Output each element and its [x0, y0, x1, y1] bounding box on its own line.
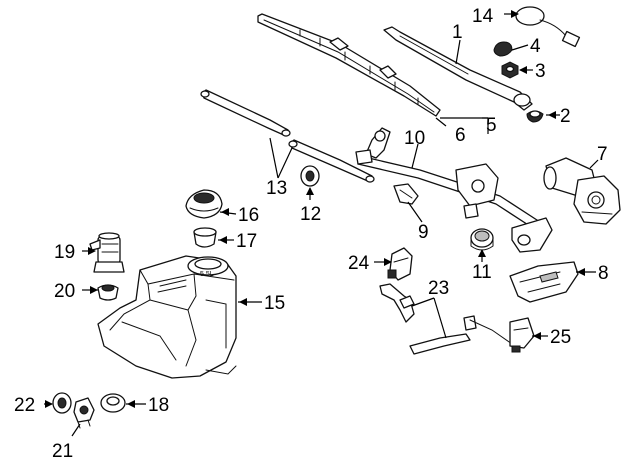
callout-16: 16	[238, 205, 259, 226]
callout-25: 25	[550, 327, 571, 348]
callout-14: 14	[472, 6, 494, 27]
callout-17: 17	[236, 231, 257, 252]
sensor-24	[387, 247, 413, 281]
callout-21: 21	[52, 441, 73, 462]
grommet-18	[100, 393, 126, 413]
callout-7: 7	[597, 144, 608, 165]
wiper-linkage-frame	[355, 127, 553, 253]
harness-25	[469, 317, 535, 353]
connector-harness-14	[515, 6, 581, 48]
callout-23: 23	[428, 278, 449, 299]
callout-1: 1	[452, 22, 463, 43]
clip-9	[393, 183, 419, 205]
callout-2: 2	[560, 106, 571, 127]
washer-pump-19	[89, 232, 125, 273]
callout-numbers: 1 2 3 4 5 6 7 8 9 10 11 12 13 14 15 16 1…	[14, 6, 609, 462]
washer-hose-upper	[379, 283, 415, 323]
callout-10: 10	[404, 128, 425, 149]
filler-neck-17	[193, 227, 217, 248]
callout-4: 4	[530, 36, 541, 57]
wiper-blade	[257, 13, 441, 117]
callout-11: 11	[472, 262, 492, 283]
linkage-rod-upper	[200, 89, 291, 137]
bracket-8	[509, 261, 579, 303]
callout-9: 9	[418, 222, 429, 243]
bushing-12	[300, 165, 320, 187]
leader-lines	[44, 10, 599, 437]
wiper-motor	[543, 157, 621, 225]
callout-12: 12	[300, 204, 321, 225]
tank-capacity-marking: 5.5L	[200, 271, 214, 278]
callout-3: 3	[535, 61, 546, 82]
callout-15: 15	[264, 293, 285, 314]
callout-19: 19	[54, 242, 75, 263]
filler-cap-16	[185, 189, 223, 219]
washer-hose-lower	[409, 315, 477, 355]
callout-24: 24	[348, 253, 370, 274]
callout-8: 8	[598, 263, 609, 284]
callout-22: 22	[14, 395, 35, 416]
nut-3	[501, 61, 519, 79]
callout-13: 13	[266, 178, 287, 199]
washer-reservoir-15: 5.5L	[97, 255, 237, 379]
callout-6: 6	[455, 125, 466, 146]
callout-20: 20	[54, 281, 75, 302]
pump-seal-20	[97, 284, 119, 301]
grommet-11	[470, 228, 494, 251]
nozzle-21	[73, 397, 95, 429]
linkage-rod-lower	[288, 139, 375, 183]
wiper-arm	[383, 26, 533, 111]
nut-cap-2	[526, 110, 544, 123]
ring-22	[52, 392, 72, 414]
callout-18: 18	[148, 395, 169, 416]
cap-4	[493, 41, 513, 57]
callout-5: 5	[486, 115, 497, 136]
